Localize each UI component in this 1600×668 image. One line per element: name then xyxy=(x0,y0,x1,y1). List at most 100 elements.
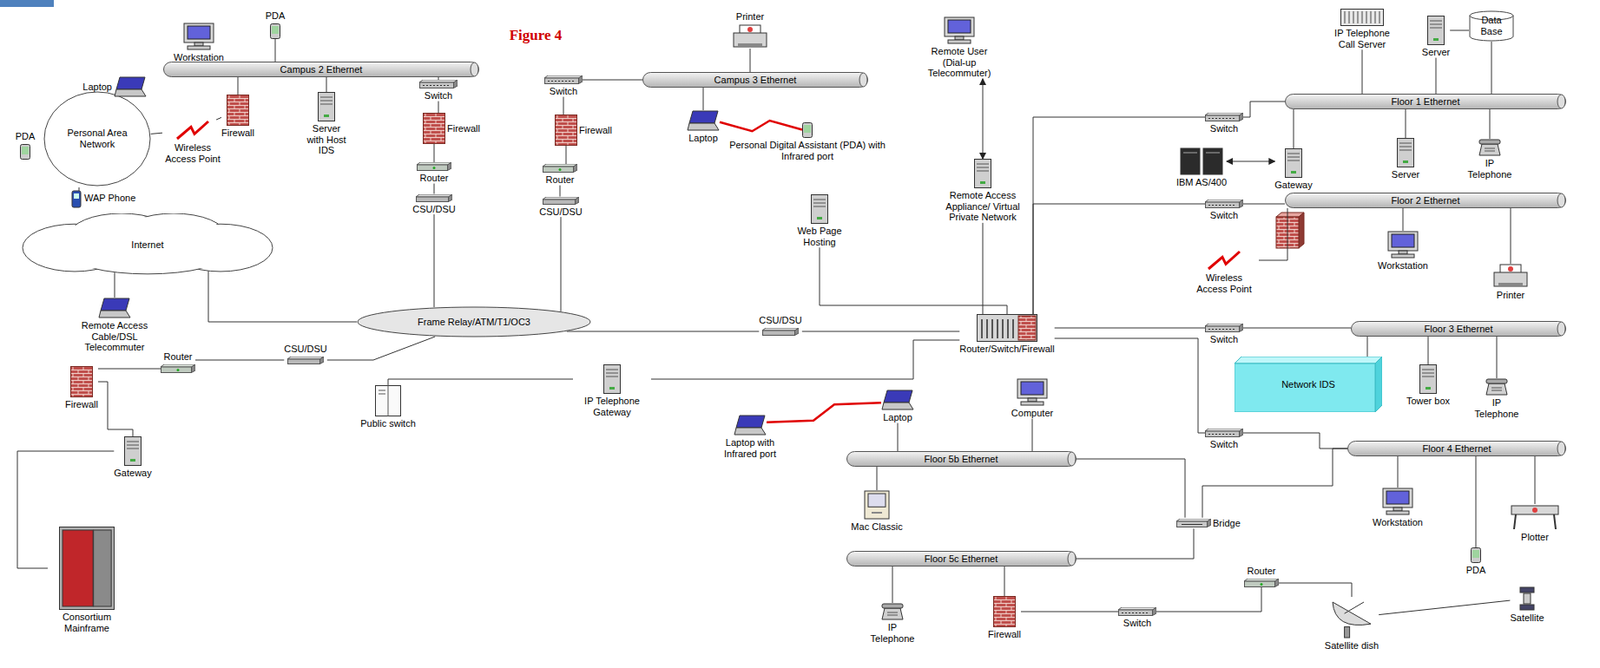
network-line xyxy=(1449,30,1469,32)
node-label: Server with Host IDS xyxy=(302,123,351,157)
network-line xyxy=(1435,58,1437,94)
csu-symbol xyxy=(542,197,580,205)
band-part xyxy=(470,62,479,77)
prn-part xyxy=(1494,272,1528,287)
device-node: Public switch xyxy=(360,385,416,430)
rt-symbol xyxy=(160,364,196,374)
device-node: Router xyxy=(160,351,196,374)
srv-part xyxy=(605,369,619,377)
wan-ellipse: Frame Relay/ATM/T1/OC3 xyxy=(356,306,592,338)
device-node: IP Telephone Call Server xyxy=(1327,8,1397,50)
phone-part xyxy=(882,604,903,609)
pda-symbol xyxy=(1470,547,1482,564)
wap-symbol xyxy=(1206,250,1242,271)
rt-part xyxy=(417,164,448,172)
phone-part xyxy=(887,612,898,616)
node-label: Switch xyxy=(1210,123,1238,135)
device-node: IP Telephone Gateway xyxy=(572,364,652,418)
network-line xyxy=(1076,528,1195,560)
network-line xyxy=(566,145,567,165)
srv-symbol xyxy=(1284,148,1303,178)
device-node: Server xyxy=(1422,15,1450,59)
network-line xyxy=(438,101,440,113)
network-line xyxy=(1293,109,1295,149)
band-part xyxy=(1557,193,1566,208)
rt-part xyxy=(447,162,453,172)
phone-part xyxy=(1486,383,1508,396)
band-part xyxy=(1557,94,1566,109)
mon-part xyxy=(194,42,204,47)
srv-part xyxy=(811,195,829,224)
network-line xyxy=(750,48,751,73)
lap-symbol xyxy=(113,76,147,98)
ethernet-band: Campus 2 Ethernet xyxy=(163,61,480,78)
node-label: Campus 2 Ethernet xyxy=(280,64,363,76)
node-label: Campus 3 Ethernet xyxy=(714,74,797,86)
device-node: Satellite xyxy=(1509,586,1544,625)
srv-symbol xyxy=(1396,138,1415,168)
node-label: Wireless Access Point xyxy=(1189,272,1259,295)
ellipse-part xyxy=(357,307,591,337)
network-line xyxy=(1033,117,1205,315)
mf-part xyxy=(62,530,93,607)
mac-part xyxy=(868,493,886,507)
node-label: Consortium Mainframe xyxy=(47,612,126,634)
lap-part xyxy=(98,310,131,318)
device-node: IP Telephone xyxy=(866,603,919,645)
srv-part xyxy=(1433,38,1439,41)
node-label: Remote Access Cable/DSL Telecommuter xyxy=(71,320,159,354)
band-part xyxy=(859,72,868,87)
band-part xyxy=(1351,322,1567,337)
band-part xyxy=(164,62,480,78)
device-node: Workstation xyxy=(173,22,224,64)
pda-part xyxy=(20,144,31,160)
node-label: Floor 1 Ethernet xyxy=(1391,96,1461,108)
network-line xyxy=(802,331,961,333)
rt-part xyxy=(543,166,574,173)
device-node: Switch xyxy=(1204,428,1244,451)
node-label: Printer xyxy=(1496,289,1525,302)
node-label: Public switch xyxy=(360,418,416,430)
node-label: Router xyxy=(163,351,192,363)
phone-part xyxy=(1479,139,1501,145)
device-node: IP Telephone xyxy=(1470,378,1523,420)
network-line xyxy=(1402,208,1404,231)
sw-part xyxy=(1205,202,1240,209)
sw-part xyxy=(1239,323,1245,333)
network-line xyxy=(1489,109,1491,139)
bridge-part xyxy=(1181,524,1203,526)
node-label: Laptop xyxy=(82,81,112,93)
network-line xyxy=(1428,336,1429,365)
node-label: IP Telephone xyxy=(1470,397,1523,420)
mf-part xyxy=(93,530,112,607)
device-node: Plotter xyxy=(1510,504,1560,544)
node-label: Mac Classic xyxy=(850,521,903,534)
network-line xyxy=(582,79,643,81)
mon-part xyxy=(1386,511,1410,515)
as400-symbol xyxy=(1179,147,1224,176)
pub-part xyxy=(378,385,389,417)
device-node: Gateway xyxy=(1274,148,1312,191)
rt-part xyxy=(433,166,436,170)
plot-part xyxy=(1532,507,1538,514)
device-node: Firewall xyxy=(221,94,255,139)
infrared-link xyxy=(766,402,882,423)
device-node: Switch xyxy=(544,75,583,98)
band-part xyxy=(1285,94,1567,110)
device-node: Router xyxy=(1244,566,1279,588)
wap-part xyxy=(1208,251,1240,270)
device-node: Workstation xyxy=(1372,487,1423,529)
sw-part xyxy=(1205,115,1240,122)
lap-symbol xyxy=(98,297,132,319)
csu-symbol xyxy=(415,194,453,203)
device-node: Server xyxy=(1391,138,1420,181)
device-node: Gateway xyxy=(113,436,152,480)
srv-part xyxy=(1422,369,1435,377)
csu-part xyxy=(543,199,576,205)
phone-part xyxy=(882,608,903,620)
wapph-part xyxy=(72,190,81,208)
sw-part xyxy=(1152,607,1158,617)
pda-part xyxy=(1471,548,1482,564)
srv-symbol xyxy=(810,194,829,224)
mon-part xyxy=(187,46,211,50)
